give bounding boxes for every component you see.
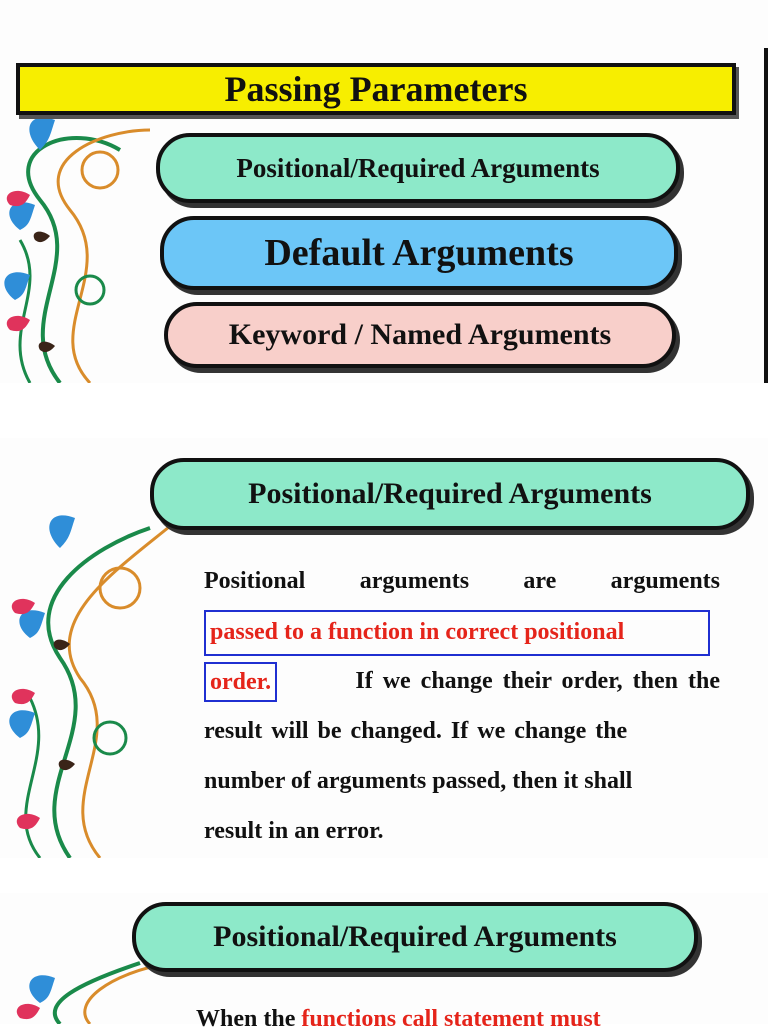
paragraph-text: When the — [196, 1006, 296, 1032]
section-heading-positional: Positional/Required Arguments — [150, 458, 750, 530]
option-label: Keyword / Named Arguments — [228, 318, 612, 351]
word: arguments — [359, 568, 470, 594]
cut-off-text: When the functions call statement must — [196, 1006, 656, 1033]
option-default-arguments[interactable]: Default Arguments — [160, 216, 678, 290]
paragraph-text: number of arguments passed, then it shal… — [204, 768, 633, 794]
paragraph-text: If we change their order, then the — [355, 668, 720, 694]
highlight-text: order. — [204, 662, 278, 702]
paragraph-line: passed to a function in correct position… — [204, 606, 720, 656]
slide-border-right — [764, 48, 768, 383]
paragraph-text: result will be changed. If we change the — [204, 718, 628, 744]
paragraph-line: number of arguments passed, then it shal… — [204, 756, 720, 806]
section-heading-label: Positional/Required Arguments — [213, 920, 617, 953]
highlight-text: functions call statement must — [301, 1006, 601, 1032]
option-label: Positional/Required Arguments — [236, 152, 600, 183]
paragraph-line: result in an error. — [204, 806, 720, 856]
option-positional-arguments[interactable]: Positional/Required Arguments — [156, 133, 680, 203]
page-title: Passing Parameters — [16, 63, 736, 115]
section-heading-positional-continued: Positional/Required Arguments — [132, 902, 698, 972]
section-heading-label: Positional/Required Arguments — [248, 477, 652, 510]
paragraph-line: order. If we change their order, then th… — [204, 656, 720, 706]
paragraph-line: Positional arguments are arguments — [204, 556, 720, 606]
word: are — [523, 568, 557, 594]
slide-passing-parameters: Passing Parameters Positional/Required A… — [0, 0, 768, 383]
paragraph-line: result will be changed. If we change the — [204, 706, 720, 756]
definition-paragraph: Positional arguments are arguments passe… — [204, 556, 720, 856]
floral-decoration-icon — [9, 515, 181, 858]
paragraph-text: result in an error. — [204, 818, 384, 844]
option-keyword-arguments[interactable]: Keyword / Named Arguments — [164, 302, 676, 368]
option-label: Default Arguments — [264, 232, 574, 274]
word: Positional — [204, 568, 306, 594]
floral-decoration-icon — [4, 117, 151, 383]
word: arguments — [610, 568, 720, 594]
highlight-text: passed to a function in correct position… — [204, 610, 710, 656]
